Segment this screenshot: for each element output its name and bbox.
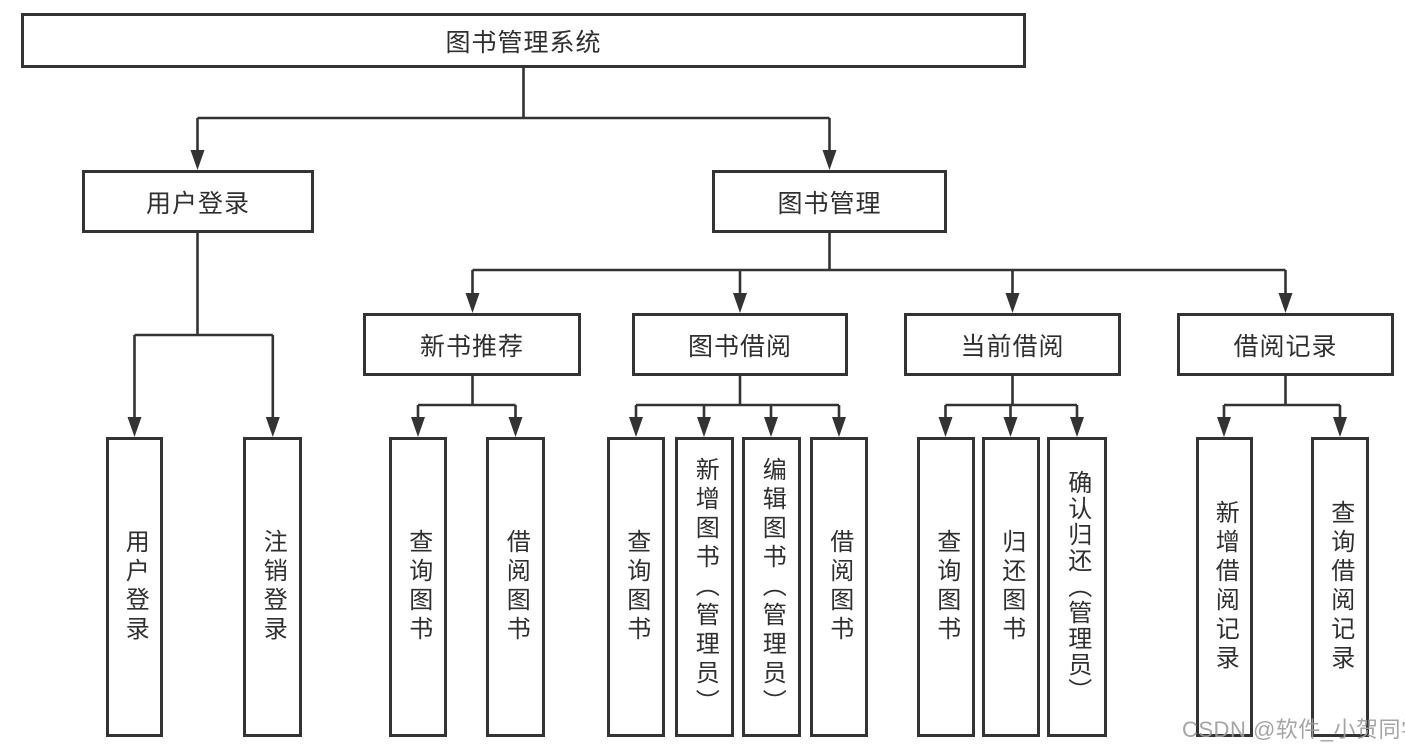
arrow-down-icon xyxy=(127,417,142,437)
arrow-down-icon xyxy=(465,293,480,313)
connector-userlogin-to-leaves xyxy=(133,233,275,418)
node-new-book-recommend: 新书推荐 xyxy=(363,313,581,376)
leaf-borrow-edit-admin-label: 编辑图书（管理员） xyxy=(758,456,786,718)
leaf-record-query: 查询借阅记录 xyxy=(1311,437,1369,737)
connector-newbookrec-to-leaves xyxy=(416,376,517,418)
leaf-current-confirm-admin: 确认归还（管理员） xyxy=(1047,437,1107,737)
arrow-down-icon xyxy=(1278,293,1293,313)
leaf-user-login: 用户登录 xyxy=(106,437,163,737)
connector-bookmgmt-to-level3 xyxy=(471,233,1287,294)
leaf-user-login-label: 用户登录 xyxy=(121,529,149,645)
node-current-borrow-label: 当前借阅 xyxy=(960,332,1065,361)
node-root: 图书管理系统 xyxy=(21,13,1026,68)
arrow-down-icon xyxy=(1070,417,1084,437)
arrow-down-icon xyxy=(411,417,425,437)
leaf-borrow-query: 查询图书 xyxy=(607,437,665,737)
leaf-newbook-query-label: 查询图书 xyxy=(404,529,432,645)
leaf-newbook-borrow: 借阅图书 xyxy=(486,437,545,737)
leaf-borrow-query-label: 查询图书 xyxy=(622,529,650,645)
leaf-newbook-query: 查询图书 xyxy=(389,437,447,737)
leaf-logout-label: 注销登录 xyxy=(259,529,287,645)
arrow-down-icon xyxy=(697,417,711,437)
leaf-current-query: 查询图书 xyxy=(917,437,975,737)
node-user-login: 用户登录 xyxy=(82,170,314,233)
leaf-borrow-book-label: 借阅图书 xyxy=(825,529,853,645)
arrow-down-icon xyxy=(733,293,747,313)
node-new-book-recommend-label: 新书推荐 xyxy=(419,332,524,361)
arrow-down-icon xyxy=(508,417,523,437)
arrow-down-icon xyxy=(629,417,643,437)
node-book-management: 图书管理 xyxy=(712,170,947,233)
arrow-down-icon xyxy=(764,417,778,437)
leaf-borrow-add-admin-label: 新增图书（管理员） xyxy=(691,456,719,718)
leaf-borrow-add-admin: 新增图书（管理员） xyxy=(675,437,734,737)
connector-root-to-level2 xyxy=(196,68,831,151)
watermark: CSDN @软件_小贺同学 xyxy=(1182,717,1405,742)
arrow-down-icon xyxy=(1333,417,1347,437)
connector-currentborrow-to-leaves xyxy=(944,376,1079,418)
node-current-borrow: 当前借阅 xyxy=(904,313,1121,376)
arrowhead-icons xyxy=(127,150,1347,437)
connector-bookborrow-to-leaves xyxy=(634,376,841,418)
arrow-down-icon xyxy=(265,417,280,437)
node-book-management-label: 图书管理 xyxy=(777,189,882,218)
arrow-down-icon xyxy=(938,417,953,437)
node-borrow-record-label: 借阅记录 xyxy=(1233,332,1338,361)
arrow-down-icon xyxy=(822,150,837,170)
node-book-borrow: 图书借阅 xyxy=(632,313,848,376)
leaf-borrow-book: 借阅图书 xyxy=(810,437,868,737)
leaf-record-add-label: 新增借阅记录 xyxy=(1211,500,1239,674)
leaf-newbook-borrow-label: 借阅图书 xyxy=(502,529,530,645)
node-borrow-record: 借阅记录 xyxy=(1177,313,1394,376)
node-user-login-label: 用户登录 xyxy=(145,189,250,218)
arrow-down-icon xyxy=(1217,417,1231,437)
arrow-down-icon xyxy=(190,150,205,170)
arrow-down-icon xyxy=(1003,417,1018,437)
connector-borrowrecord-to-leaves xyxy=(1222,376,1342,418)
node-root-label: 图书管理系统 xyxy=(445,28,602,57)
leaf-record-add: 新增借阅记录 xyxy=(1196,437,1253,737)
leaf-current-query-label: 查询图书 xyxy=(932,529,960,645)
leaf-record-query-label: 查询借阅记录 xyxy=(1326,500,1354,674)
leaf-logout: 注销登录 xyxy=(243,437,302,737)
arrow-down-icon xyxy=(1005,293,1020,313)
leaf-borrow-edit-admin: 编辑图书（管理员） xyxy=(742,437,801,737)
leaf-current-confirm-admin-label: 确认归还（管理员） xyxy=(1063,470,1091,704)
arrow-down-icon xyxy=(832,417,846,437)
node-book-borrow-label: 图书借阅 xyxy=(687,332,792,361)
leaf-current-return: 归还图书 xyxy=(982,437,1040,737)
leaf-current-return-label: 归还图书 xyxy=(997,529,1025,645)
